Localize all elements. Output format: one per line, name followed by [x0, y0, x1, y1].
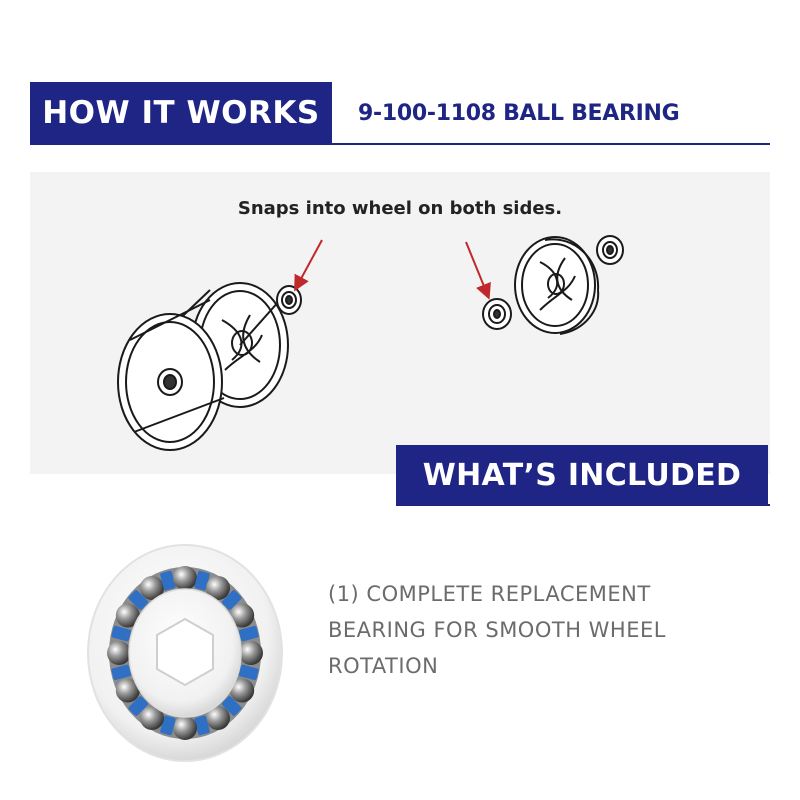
wheel-diagram [117, 235, 624, 451]
whats-included-label: WHAT’S INCLUDED [422, 457, 742, 493]
wheel-exploded-right-icon [482, 235, 624, 335]
bearing-ball [173, 716, 197, 740]
whats-included-banner: WHAT’S INCLUDED [396, 445, 768, 505]
diagram-caption: Snaps into wheel on both sides. [237, 198, 563, 219]
bearing-ball [173, 566, 197, 590]
bearing-cage-segment [221, 590, 242, 610]
product-title: 9-100-1108 BALL BEARING [358, 100, 680, 126]
bearing-ball [230, 678, 255, 703]
bearing-ball [115, 678, 140, 703]
bearing-ball [206, 706, 230, 730]
ball-bearing-icon [87, 544, 283, 762]
bearing-cage-segment [160, 570, 176, 591]
bearing-ball [140, 576, 164, 600]
bearing-cage-segment [160, 715, 176, 736]
bearing-ball [230, 603, 255, 628]
bearing-ball [107, 641, 131, 665]
bearing-cage-segment [128, 696, 149, 716]
how-it-works-label: HOW IT WORKS [42, 95, 320, 131]
bearing-cage-segment [194, 715, 210, 736]
left-arrow [294, 239, 323, 292]
bearing-ball [239, 641, 263, 665]
description-line: BEARING FOR SMOOTH WHEEL [328, 618, 666, 642]
bearing-ball [115, 603, 140, 628]
included-description: (1) COMPLETE REPLACEMENT BEARING FOR SMO… [328, 576, 758, 684]
bearing-ball [206, 576, 230, 600]
included-divider [396, 504, 770, 506]
bearing-cage-segment [221, 696, 242, 716]
how-it-works-banner: HOW IT WORKS [30, 82, 332, 144]
bearing-cage-segment [239, 625, 259, 642]
description-line: ROTATION [328, 654, 439, 678]
bearing-balls [107, 566, 263, 740]
right-arrow [465, 241, 491, 300]
wheel-exploded-left-icon [117, 282, 302, 451]
description-line: (1) COMPLETE REPLACEMENT [328, 582, 651, 606]
bearing-cage-segment [194, 570, 210, 591]
bearing-cage-segment [239, 664, 259, 681]
bearing-ball [140, 706, 164, 730]
header-divider [30, 143, 770, 145]
bearing-cage-segment [111, 625, 131, 642]
bearing-cage-segment [111, 664, 131, 681]
bearing-cage-segment [128, 590, 149, 610]
